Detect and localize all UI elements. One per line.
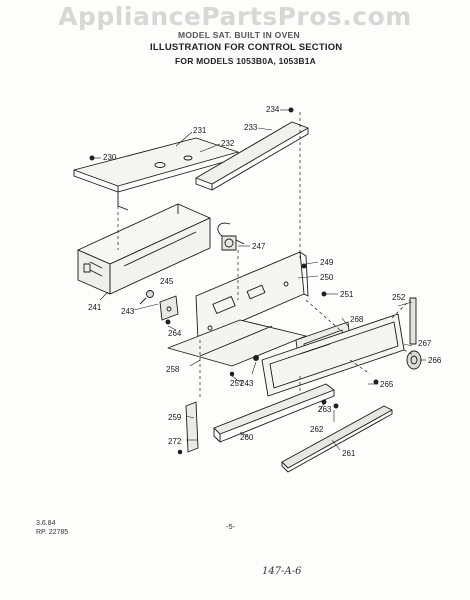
callout-263: 263 xyxy=(318,405,332,414)
control-panel xyxy=(195,251,309,341)
callout-272: 272 xyxy=(168,437,182,446)
assembly-guide-lines xyxy=(117,112,413,400)
lower-trim-rail xyxy=(213,383,335,443)
page-number: -5- xyxy=(226,522,236,531)
side-bracket xyxy=(185,401,199,453)
indicator-lamp xyxy=(139,290,154,305)
callout-243-lower: 243 xyxy=(240,379,254,388)
base-plate xyxy=(167,319,307,367)
callout-232: 232 xyxy=(221,139,235,148)
bottom-trim-strip xyxy=(281,405,393,473)
switch-bracket xyxy=(159,295,179,321)
callout-labels: 230 231 232 233 234 241 243 243 245 247 … xyxy=(88,105,442,458)
callout-243-upper: 243 xyxy=(121,307,135,316)
callout-261: 261 xyxy=(342,449,356,458)
callout-265: 265 xyxy=(380,380,394,389)
top-cover-panel xyxy=(73,137,239,211)
handwritten-note: 147-A-6 xyxy=(262,566,302,577)
callout-249: 249 xyxy=(320,258,334,267)
footer-rp-number: RP. 22785 xyxy=(36,529,69,536)
side-trim-strip xyxy=(409,297,417,345)
control-housing xyxy=(77,203,211,295)
callout-259: 259 xyxy=(168,413,182,422)
models-line: FOR MODELS 1053B0A, 1053B1A xyxy=(175,56,316,66)
control-knob xyxy=(406,350,422,370)
callout-250: 250 xyxy=(320,273,334,282)
callout-262: 262 xyxy=(310,425,324,434)
callout-231: 231 xyxy=(193,126,207,135)
callout-230: 230 xyxy=(103,153,117,162)
callout-241: 241 xyxy=(88,303,102,312)
callout-245: 245 xyxy=(160,277,174,286)
leader-lines xyxy=(94,109,426,451)
footer-date: 3.6.84 xyxy=(36,520,56,527)
callout-247: 247 xyxy=(252,242,266,251)
top-angle-trim xyxy=(195,121,309,191)
callout-266: 266 xyxy=(428,356,442,365)
callout-267: 267 xyxy=(418,339,432,348)
callout-252: 252 xyxy=(392,293,406,302)
callout-251: 251 xyxy=(340,290,354,299)
motor-assembly xyxy=(217,222,245,251)
callout-234: 234 xyxy=(266,105,280,114)
callout-264: 264 xyxy=(168,329,182,338)
callout-260: 260 xyxy=(240,433,254,442)
header-model-line: MODEL SAT. BUILT IN OVEN xyxy=(178,30,300,40)
callout-258: 258 xyxy=(166,365,180,374)
callout-257: 257 xyxy=(230,379,244,388)
diagram-title: ILLUSTRATION FOR CONTROL SECTION xyxy=(150,42,343,53)
callout-233: 233 xyxy=(244,123,258,132)
callout-268: 268 xyxy=(350,315,364,324)
